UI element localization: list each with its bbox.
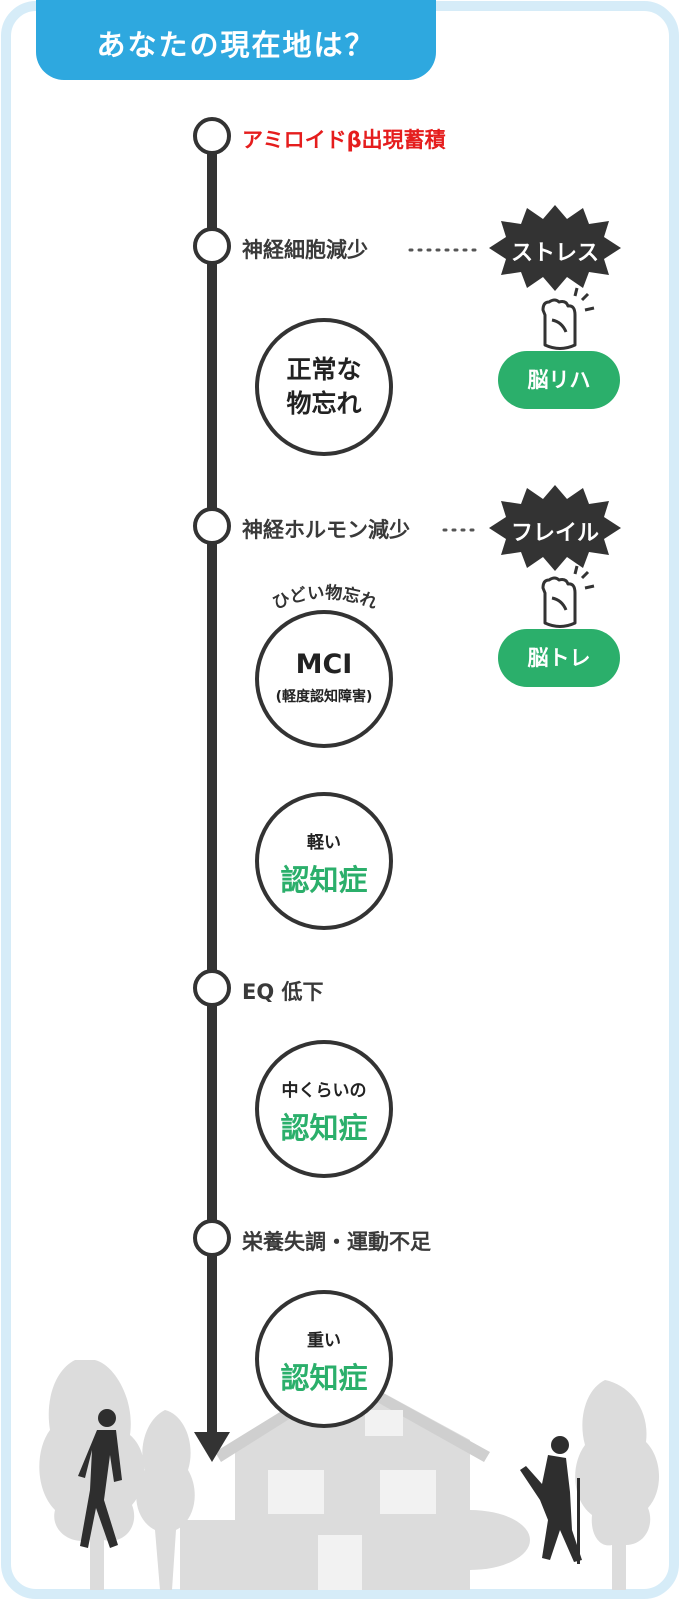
stage-severe-top: 重い xyxy=(307,1331,341,1351)
stage-moderate-main: 認知症 xyxy=(280,1111,368,1145)
fist-icon-training xyxy=(541,565,595,628)
stage-severe-dementia: 重い 認知症 xyxy=(255,1290,393,1428)
label-nutrition: 栄養失調・運動不足 xyxy=(242,1230,431,1254)
tree-right xyxy=(575,1380,660,1590)
stage-normal-line2: 物忘れ xyxy=(286,389,362,418)
timeline-node-eq xyxy=(193,969,231,1007)
hedge xyxy=(180,1520,250,1590)
training-pill: 脳トレ xyxy=(498,629,620,687)
stage-mild-main: 認知症 xyxy=(280,863,368,897)
timeline-node-amyloid xyxy=(193,117,231,155)
person-walking-icon xyxy=(78,1409,122,1548)
stage-mci-sub: (軽度認知障害) xyxy=(275,689,373,705)
timeline-arrow xyxy=(194,1432,230,1462)
stress-burst-shape xyxy=(489,205,621,291)
stage-moderate-top: 中くらいの xyxy=(281,1081,367,1101)
tree-left-2 xyxy=(136,1410,195,1590)
fist-icon-rehab xyxy=(541,287,595,350)
timeline-node-nutrition xyxy=(193,1219,231,1257)
stage-moderate-dementia: 中くらいの 認知症 xyxy=(255,1040,393,1178)
label-eq-decrease: EQ 低下 xyxy=(242,980,324,1004)
stage-mild-top: 軽い xyxy=(307,833,341,853)
stage-normal-forgetfulness: 正常な 物忘れ xyxy=(255,318,393,456)
house-windows xyxy=(268,1410,436,1590)
label-neuron-decrease: 神経細胞減少 xyxy=(242,238,368,262)
label-hormone-decrease: 神経ホルモン減少 xyxy=(242,518,410,542)
frailty-badge: フレイル xyxy=(510,521,599,546)
stage-mild-dementia: 軽い 認知症 xyxy=(255,792,393,930)
timeline-node-neuron xyxy=(193,227,231,265)
page-title: あなたの現在地は？ xyxy=(96,28,376,62)
elderly-person-with-cane-icon xyxy=(520,1436,582,1564)
rehab-pill: 脳リハ xyxy=(498,351,620,409)
bush xyxy=(410,1510,530,1570)
header-banner: あなたの現在地は？ xyxy=(36,0,436,80)
frailty-burst-shape xyxy=(489,485,621,571)
stress-badge: ストレス xyxy=(510,241,599,266)
stage-severe-main: 認知症 xyxy=(280,1361,368,1395)
stage-normal-line1: 正常な xyxy=(286,355,362,384)
stage-mci-main: MCI xyxy=(295,649,353,680)
label-amyloid: アミロイドβ出現蓄積 xyxy=(242,128,446,152)
stage-mci: MCI (軽度認知障害) xyxy=(255,610,393,748)
timeline-node-hormone xyxy=(193,507,231,545)
